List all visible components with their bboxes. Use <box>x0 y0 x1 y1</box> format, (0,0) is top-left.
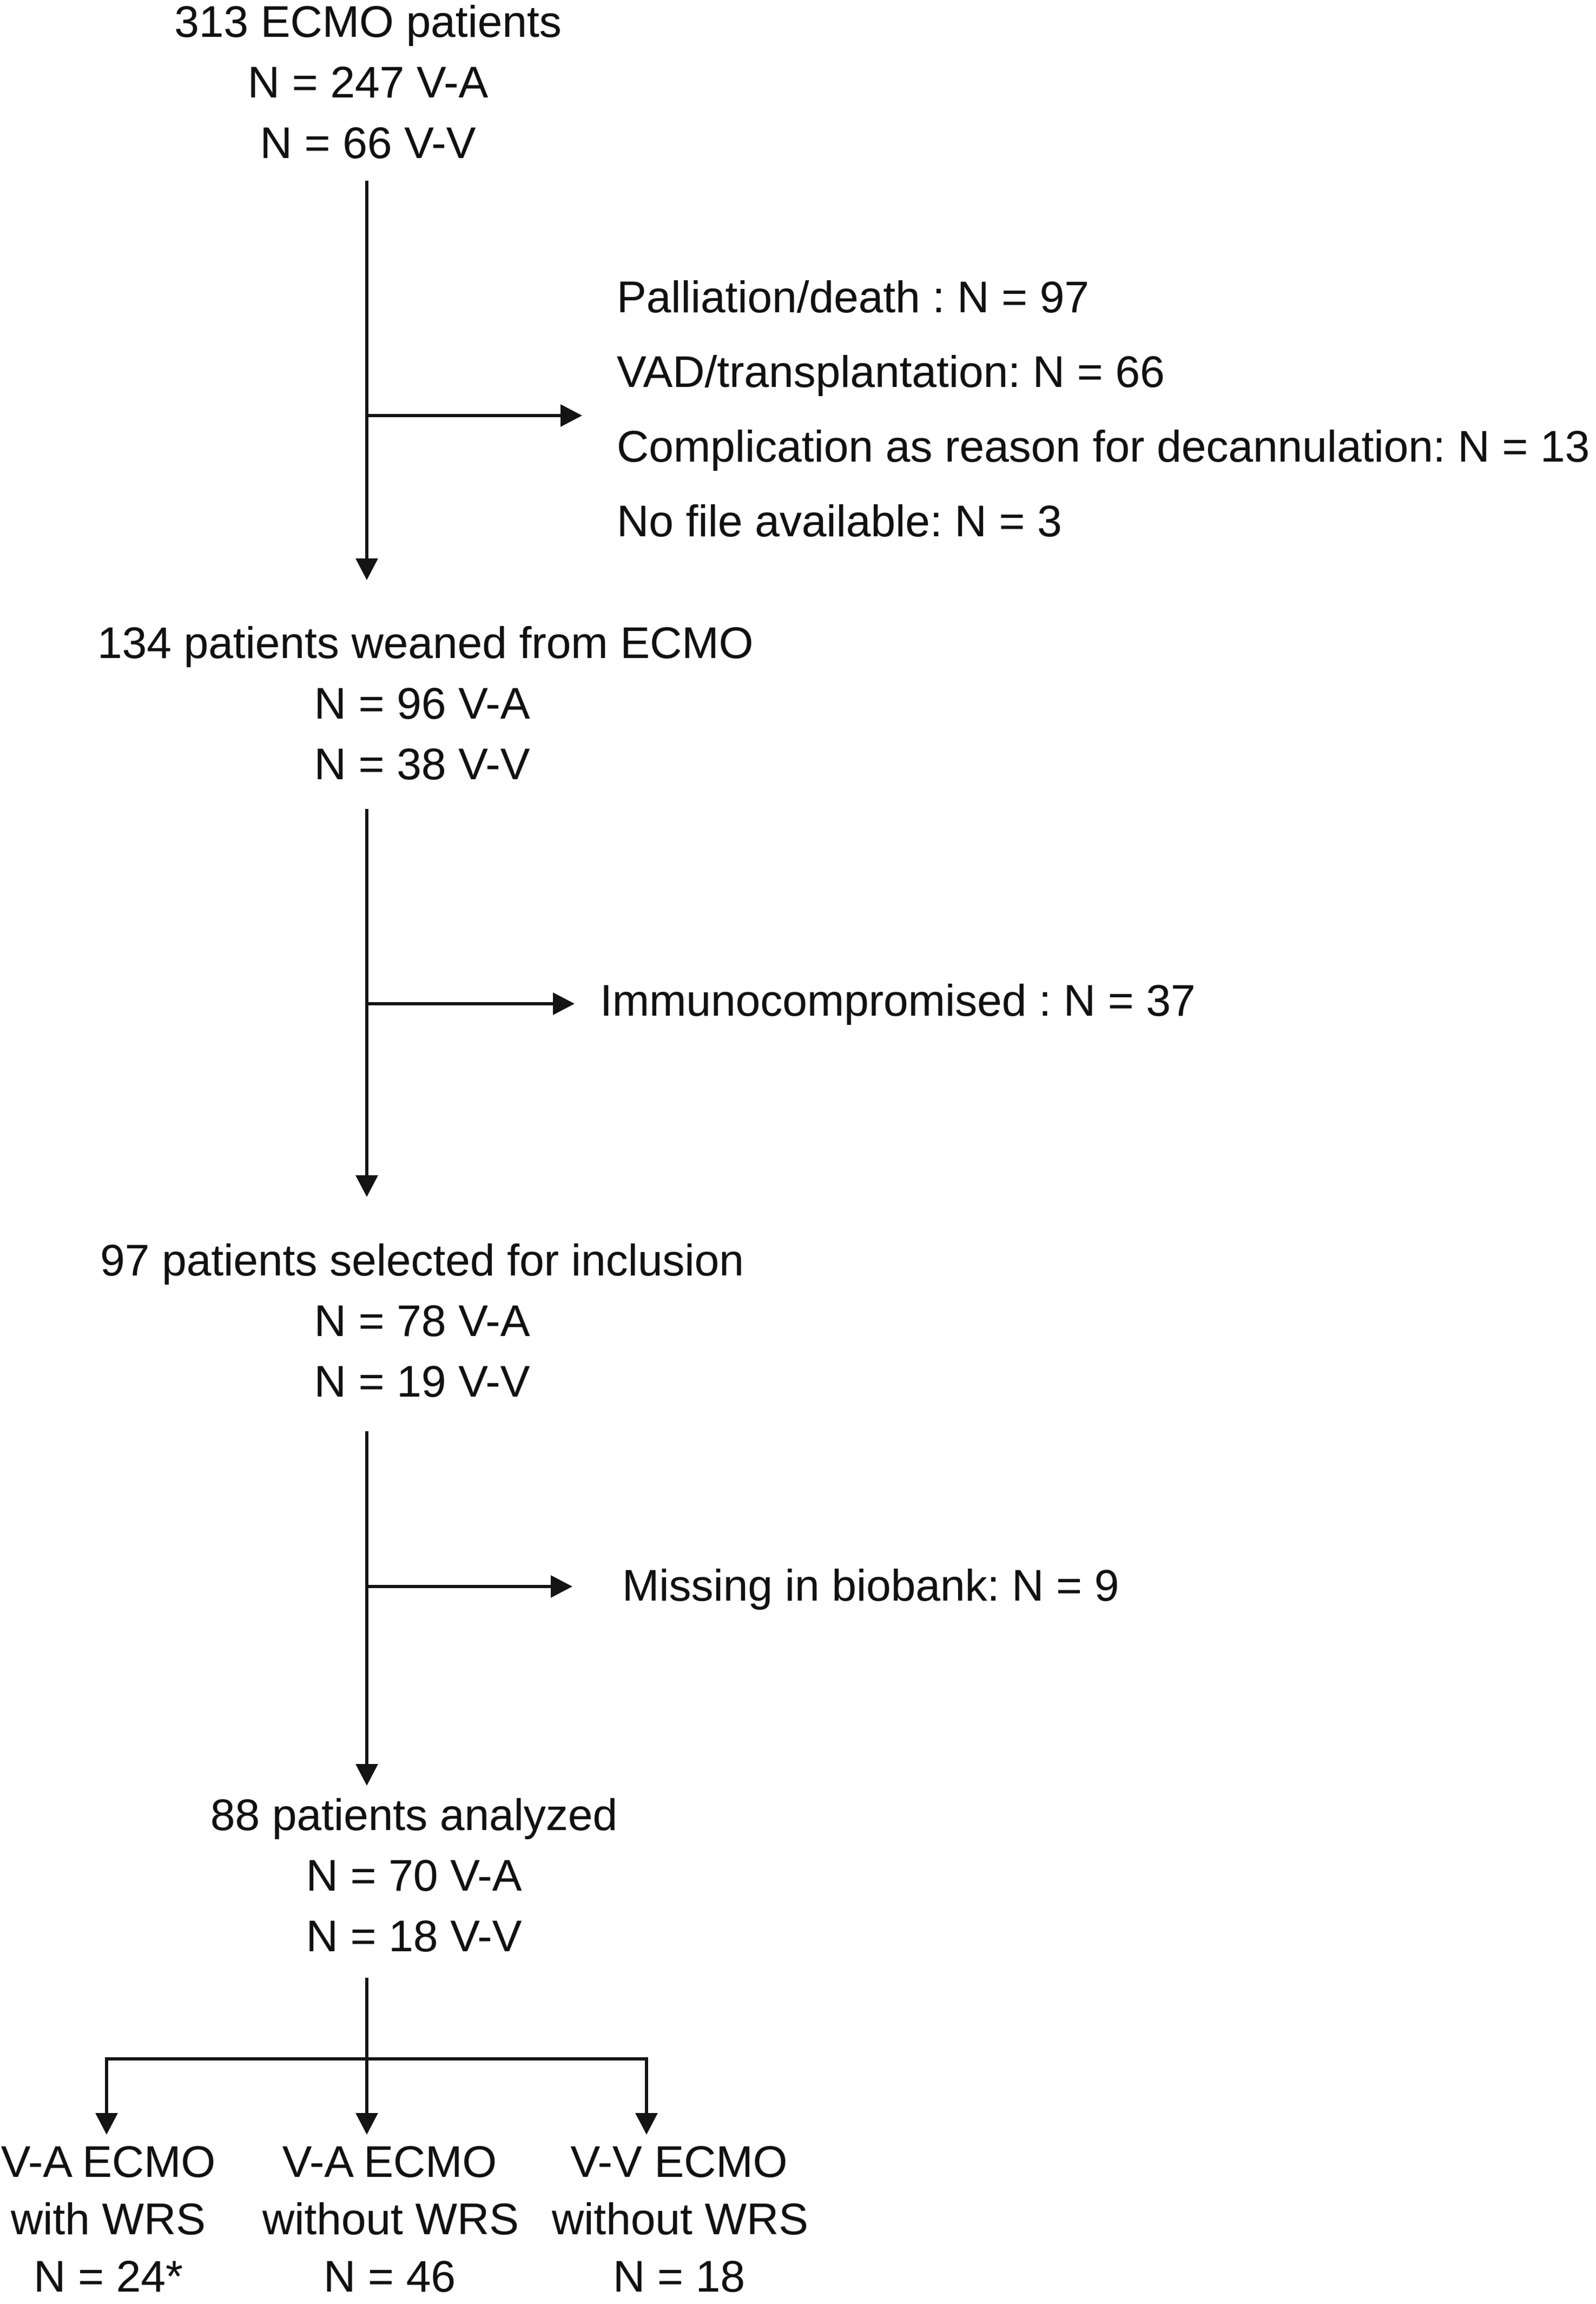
step-selected-title: 97 patients selected for inclusion <box>100 1236 744 1285</box>
step-enrolled-vv-count: N = 66 V-V <box>260 119 476 168</box>
arrowhead-selected-analyzed <box>355 1764 378 1786</box>
arrowhead-exclusion-immunocompromised <box>553 992 575 1015</box>
exclusion-immunocompromised-label: Immunocompromised : N = 37 <box>600 976 1196 1025</box>
step-analyzed-vv-count: N = 18 V-V <box>306 1912 522 1961</box>
arrowhead-exclusion-missing-biobank <box>551 1575 572 1598</box>
group-va-without-wrs-type: V-A ECMO <box>282 2137 497 2187</box>
exclusion-missing-biobank: Missing in biobank: N = 9 <box>622 1556 1380 1616</box>
step-enrolled-va-count: N = 247 V-A <box>247 58 489 107</box>
group-vv-without-wrs-label: without WRS <box>552 2195 808 2244</box>
step-weaned-title: 134 patients weaned from ECMO <box>97 618 754 668</box>
exclusion-complication-decannulation: Complication as reason for decannulation… <box>617 422 1590 471</box>
group-va-with-wrs-label: with WRS <box>11 2195 206 2244</box>
step-weaned-va-count: N = 96 V-A <box>314 679 530 728</box>
step-enrolled-title: 313 ECMO patients <box>174 0 562 47</box>
exclusion-before-weaning: Palliation/death : N = 97 VAD/transplant… <box>617 260 1596 559</box>
exclusion-vad-transplantation: VAD/transplantation: N = 66 <box>617 347 1165 397</box>
step-selected: 97 patients selected for inclusion N = 7… <box>97 1230 747 1412</box>
step-weaned-vv-count: N = 38 V-V <box>314 740 530 789</box>
step-selected-vv-count: N = 19 V-V <box>314 1357 530 1406</box>
step-selected-va-count: N = 78 V-A <box>314 1296 530 1346</box>
arrowhead-group-va-with-wrs <box>95 2113 118 2135</box>
group-va-with-wrs: V-A ECMO with WRS N = 24* <box>0 2134 222 2304</box>
arrowhead-enrolled-weaned <box>355 558 378 580</box>
exclusion-palliation-death: Palliation/death : N = 97 <box>617 273 1089 322</box>
arrowhead-weaned-selected <box>355 1175 378 1197</box>
group-va-without-wrs-count: N = 46 <box>324 2252 456 2301</box>
exclusion-missing-biobank-label: Missing in biobank: N = 9 <box>622 1561 1119 1610</box>
step-weaned: 134 patients weaned from ECMO N = 96 V-A… <box>97 613 754 795</box>
arrowhead-group-vv-without-wrs <box>635 2113 658 2135</box>
step-analyzed: 88 patients analyzed N = 70 V-A N = 18 V… <box>97 1785 730 1967</box>
arrowhead-exclusion-before-weaning <box>560 404 582 427</box>
group-va-without-wrs-label: without WRS <box>262 2195 519 2244</box>
exclusion-immunocompromised: Immunocompromised : N = 37 <box>600 971 1357 1031</box>
group-va-with-wrs-type: V-A ECMO <box>1 2137 216 2187</box>
group-va-with-wrs-count: N = 24* <box>34 2252 183 2301</box>
step-enrolled: 313 ECMO patients N = 247 V-A N = 66 V-V <box>97 0 638 174</box>
exclusion-no-file-available: No file available: N = 3 <box>617 497 1062 546</box>
arrowhead-group-va-without-wrs <box>355 2113 378 2135</box>
step-analyzed-va-count: N = 70 V-A <box>306 1851 522 1900</box>
group-vv-without-wrs-type: V-V ECMO <box>570 2137 788 2187</box>
step-analyzed-title: 88 patients analyzed <box>210 1790 618 1840</box>
group-va-without-wrs: V-A ECMO without WRS N = 46 <box>262 2134 519 2304</box>
group-vv-without-wrs: V-V ECMO without WRS N = 18 <box>552 2134 808 2304</box>
group-vv-without-wrs-count: N = 18 <box>613 2252 745 2301</box>
